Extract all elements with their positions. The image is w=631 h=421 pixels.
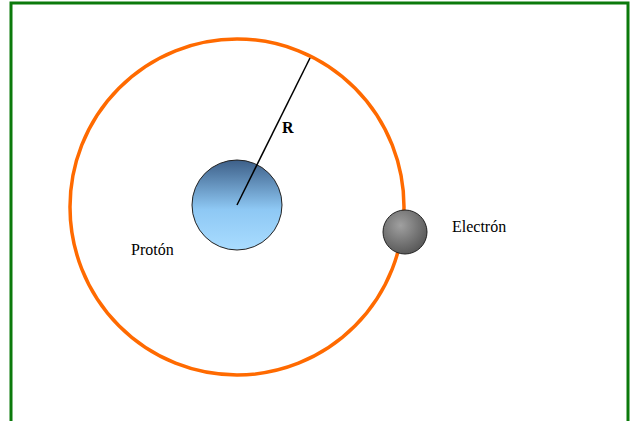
radius-label: R [282, 118, 294, 137]
electron-circle [383, 210, 427, 254]
proton-label: Protón [131, 240, 174, 259]
radius-line [237, 58, 310, 205]
electron-label: Electrón [452, 217, 506, 236]
frame-border [11, 3, 628, 421]
orbit-circle [70, 39, 404, 375]
